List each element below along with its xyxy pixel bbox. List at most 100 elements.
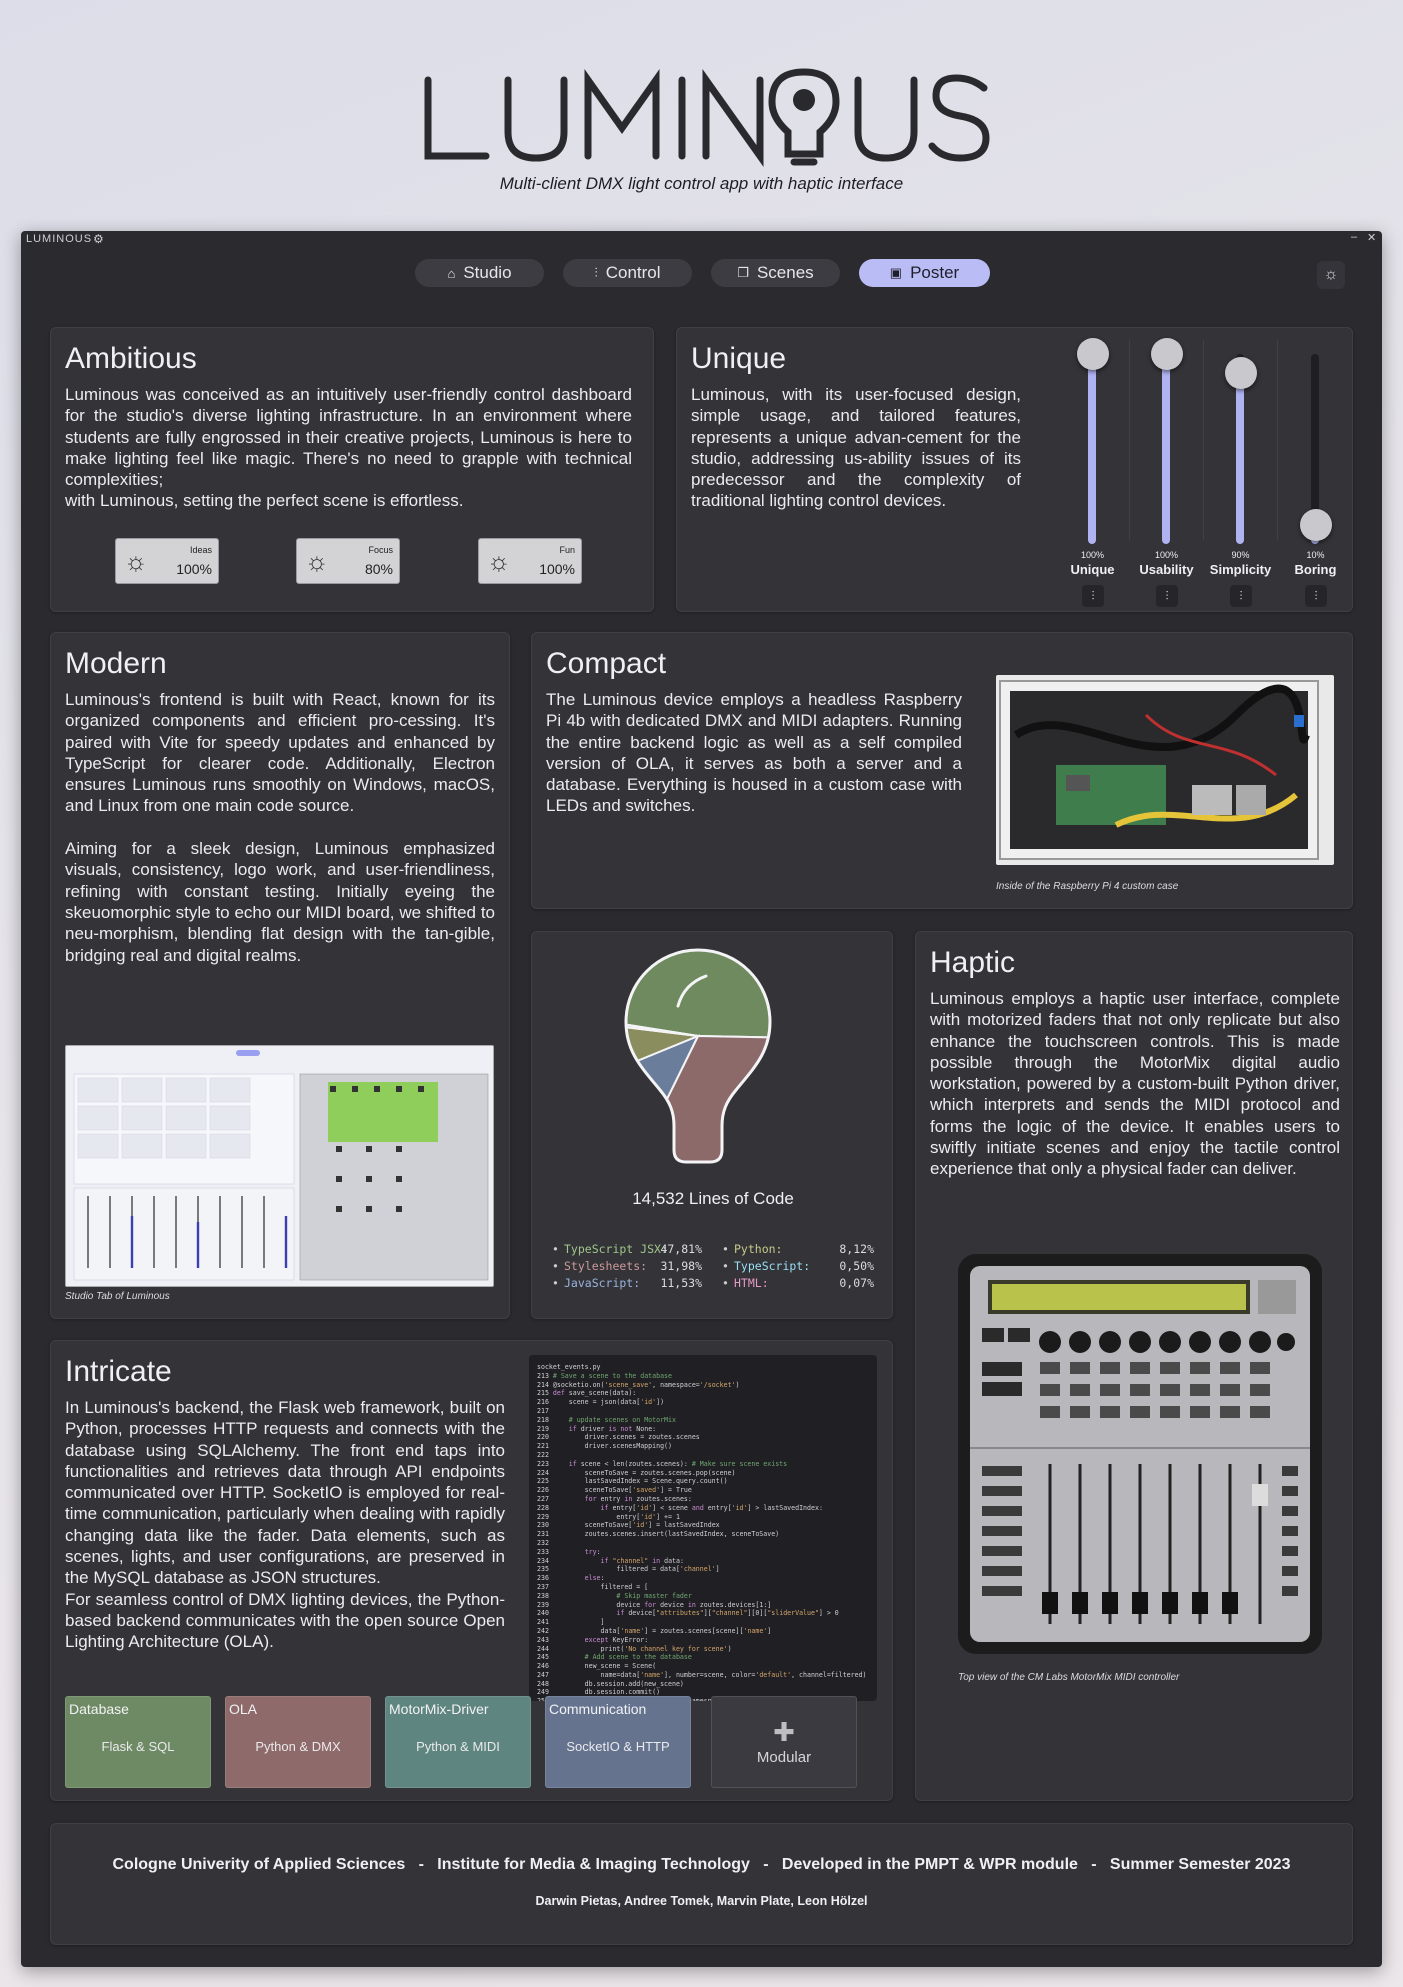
language-percent: 31,98%	[660, 1259, 702, 1273]
tab-label: Studio	[463, 263, 512, 282]
light-value: 100%	[539, 561, 575, 577]
fader-settings-icon[interactable]: ⫶	[1082, 585, 1104, 607]
language-row: •JavaScript:11,53%	[552, 1275, 702, 1292]
fader-percent: 90%	[1231, 550, 1250, 560]
fader-divider	[1203, 340, 1204, 540]
tab-control[interactable]: ⫶ Control	[563, 259, 692, 287]
bulb-slice-5	[626, 1008, 699, 1037]
light-label: Focus	[368, 545, 393, 555]
light-label: Fun	[559, 545, 575, 555]
fader-knob[interactable]	[1151, 338, 1183, 370]
fader-percent: 100%	[1080, 550, 1105, 560]
language-percent: 8,12%	[839, 1242, 874, 1256]
fader-name: Boring	[1294, 562, 1337, 577]
bulb-slice-2	[626, 1034, 701, 1162]
fader-knob[interactable]	[1300, 509, 1332, 541]
code-filename: socket_events.py	[537, 1363, 601, 1371]
language-name: TypeScript:	[734, 1259, 811, 1273]
footer-authors: Darwin Pietas, Andree Tomek, Marvin Plat…	[535, 1894, 868, 1908]
bullet-icon: •	[722, 1276, 729, 1290]
card-text: Luminous, with its user-focused design, …	[691, 385, 1021, 511]
language-percent: 47,81%	[660, 1242, 702, 1256]
card-title: Unique	[691, 342, 787, 375]
fader-percent: 100%	[1154, 550, 1179, 560]
card-compact: Compact The Luminous device employs a he…	[531, 632, 1353, 909]
light-value: 100%	[176, 561, 212, 577]
language-name: TypeScript JSX:	[564, 1242, 668, 1256]
tab-studio[interactable]: ⌂ Studio	[415, 259, 544, 287]
fader-boring[interactable]: 10%Boring⫶	[1278, 340, 1353, 610]
stack-tile-title: MotorMix-Driver	[389, 1701, 489, 1717]
card-text: In Luminous's backend, the Flask web fra…	[65, 1398, 505, 1652]
poster-subtitle: Multi-client DMX light control app with …	[499, 174, 904, 193]
light-button-focus[interactable]: ☼ Focus 80%	[296, 538, 400, 584]
modular-tile[interactable]: ✚ Modular	[711, 1696, 857, 1788]
studio-tab-screenshot	[65, 1045, 494, 1287]
sun-icon: ☼	[487, 546, 511, 576]
card-ambitious: Ambitious Luminous was conceived as an i…	[50, 327, 654, 612]
tab-label: Control	[605, 263, 661, 282]
fader-simplicity[interactable]: 90% Simplicity ⫶	[1203, 340, 1278, 610]
fader-settings-icon[interactable]: ⫶	[1305, 585, 1327, 607]
fader-fill	[1088, 354, 1096, 544]
luminous-logo	[424, 68, 990, 167]
gear-icon[interactable]: ⚙	[93, 232, 104, 246]
fader-knob[interactable]	[1077, 338, 1109, 370]
language-breakdown: • TypeScript JSX:47,81% • Stylesheets: 31,98…	[552, 1241, 874, 1293]
bulb-slice-3	[626, 1014, 702, 1102]
close-icon[interactable]: ✕	[1367, 232, 1377, 244]
theme-toggle-button[interactable]: ☼	[1317, 261, 1345, 289]
card-intricate: Intricate In Luminous's backend, the Fla…	[50, 1340, 893, 1801]
tab-poster[interactable]: ▣ Poster	[859, 259, 990, 287]
poster-icon: ▣	[889, 265, 903, 280]
fader-name: Simplicity	[1209, 562, 1272, 577]
fader-track[interactable]	[1311, 354, 1319, 544]
stack-tile-title: Database	[69, 1701, 129, 1717]
language-name: Python:	[734, 1242, 783, 1256]
bullet-icon: •	[552, 1259, 559, 1273]
language-name: JavaScript:	[564, 1276, 641, 1290]
language-percent: 0,50%	[839, 1259, 874, 1273]
card-title: Ambitious	[65, 342, 197, 375]
fader-settings-icon[interactable]: ⫶	[1230, 585, 1252, 607]
motormix-photo	[952, 1252, 1328, 1658]
fader-fill	[1162, 354, 1170, 544]
fader-divider	[1277, 340, 1278, 540]
fader-settings-icon[interactable]: ⫶	[1156, 585, 1178, 607]
home-icon: ⌂	[447, 265, 456, 281]
minimize-icon[interactable]: –	[1351, 231, 1358, 243]
language-name: HTML:	[734, 1276, 769, 1290]
nav-bar: ⌂ Studio ⫶ Control ❐ Scenes ▣ Poster ☼	[21, 249, 1382, 295]
code-text: 213 # Save a scene to the database	[537, 1371, 672, 1380]
sliders-icon: ⫶	[594, 265, 598, 280]
language-row: • Stylesheets: 31,98%	[552, 1258, 702, 1275]
language-row: • TypeScript: 0,50%	[722, 1258, 874, 1275]
fader-knob[interactable]	[1225, 357, 1257, 389]
card-text: Luminous's frontend is built with React,…	[65, 690, 495, 965]
tab-scenes[interactable]: ❐ Scenes	[711, 259, 840, 287]
language-percent: 0,07%	[839, 1276, 874, 1290]
card-title: Intricate	[65, 1355, 172, 1388]
card-code-stats: 14,532 Lines of Code •TypeScript JSX:47,…	[531, 931, 893, 1319]
light-button-ideas[interactable]: ☼ Ideas 100%	[115, 538, 219, 584]
card-modern: Modern Luminous's frontend is built with…	[50, 632, 510, 1319]
poster-header: Multi-client DMX light control app with …	[0, 0, 1403, 228]
language-row: •Python:8,12%	[722, 1241, 874, 1258]
photo-caption: Top view of the CM Labs MotorMix MIDI co…	[958, 1672, 1180, 1683]
language-name: Stylesheets:	[564, 1259, 648, 1273]
scenes-icon: ❐	[737, 265, 749, 280]
language-row: • HTML: 0,07%	[722, 1275, 874, 1292]
fader-divider	[1129, 340, 1130, 540]
fader-unique[interactable]: 100%Unique⫶	[1055, 338, 1130, 610]
light-button-fun[interactable]: ☼ Fun 100%	[478, 538, 582, 584]
bullet-icon: •	[552, 1242, 559, 1256]
stack-tile-subtitle: Python & DMX	[255, 1739, 341, 1754]
card-title: Haptic	[930, 946, 1016, 979]
bullet-icon: •	[722, 1259, 729, 1273]
fader-usability[interactable]: 100%Usability⫶	[1129, 338, 1204, 610]
raspberry-pi-illustration	[999, 680, 1319, 860]
